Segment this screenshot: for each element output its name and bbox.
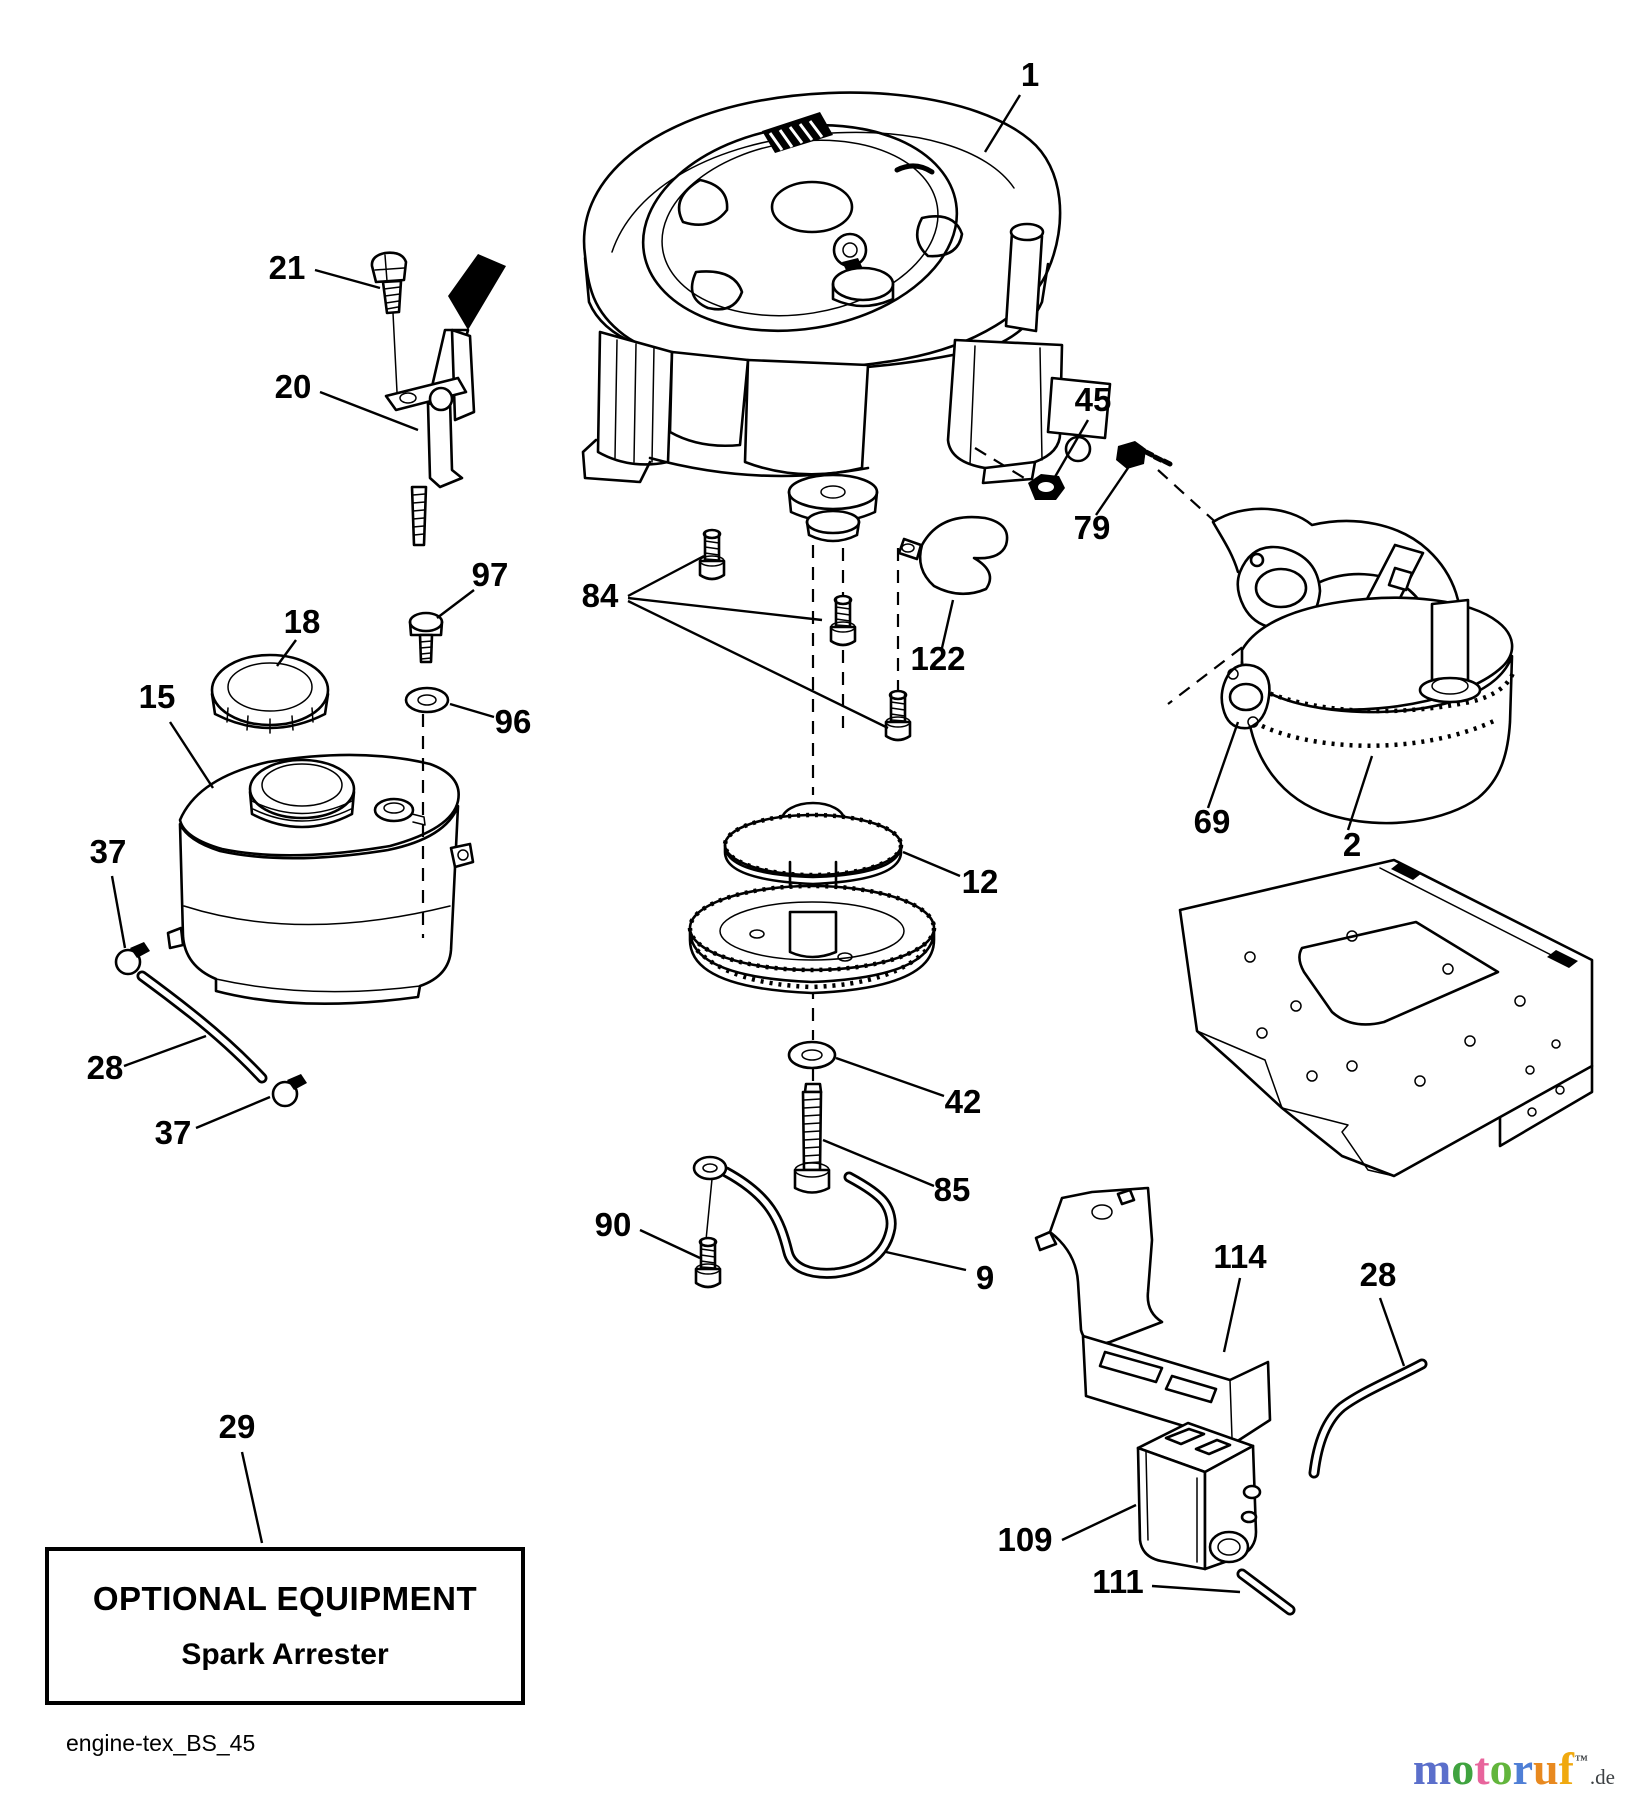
debris-guard-drawing — [897, 515, 1009, 596]
trademark-symbol: ™ — [1574, 1752, 1588, 1767]
callout-throttle-screw: 21 — [269, 249, 306, 286]
callout-engine: 1 — [1021, 56, 1039, 93]
seat-plate-drawing — [1178, 858, 1594, 1178]
callout-fuel-tank: 15 — [139, 678, 176, 715]
callout-throttle-control: 20 — [275, 368, 312, 405]
fuel-cap-drawing — [210, 653, 330, 734]
callout-fuel-hose-upper: 28 — [87, 1049, 124, 1086]
fuel-hose-left-drawing — [114, 942, 307, 1108]
washer-and-pulley-bolt-drawing — [787, 1040, 837, 1194]
tank-bolt-washer-drawing — [404, 611, 450, 938]
engine-mounting-bolts-drawing — [698, 528, 912, 742]
callout-muffler: 2 — [1343, 826, 1361, 863]
callout-fuel-canister: 109 — [997, 1521, 1052, 1558]
logo-domain-suffix: .de — [1589, 1765, 1615, 1789]
callout-tank-bolt: 97 — [472, 556, 509, 593]
logo-letter: r — [1512, 1743, 1533, 1794]
callout-labels: 1 21 20 45 79 97 84 18 122 15 96 69 2 37… — [87, 56, 1397, 1600]
engine-pulley-drawing — [687, 801, 937, 995]
heat-shield-drawing — [1034, 1186, 1272, 1444]
engine-brace-drawing — [692, 1155, 897, 1289]
callout-pulley-bolt: 85 — [934, 1171, 971, 1208]
callout-heat-shield: 114 — [1213, 1238, 1267, 1275]
callout-muffler-bolt: 79 — [1074, 509, 1111, 546]
logo-letter: o — [1489, 1743, 1513, 1794]
drawing-code-label: engine-tex_BS_45 — [66, 1730, 256, 1756]
optional-equipment-title: OPTIONAL EQUIPMENT — [92, 1580, 478, 1617]
callout-spark-arrester: 29 — [219, 1408, 256, 1445]
callout-fuel-hose-lower: 28 — [1360, 1256, 1397, 1293]
fuel-tank-drawing — [166, 753, 475, 1006]
logo-letter: m — [1412, 1743, 1452, 1794]
callout-flat-washer: 96 — [495, 703, 532, 740]
fuel-canister-drawing — [1136, 1421, 1296, 1616]
engine-drawing — [581, 91, 1112, 543]
callout-brace-bolt: 90 — [595, 1206, 632, 1243]
callout-hose-clamp-lower: 37 — [155, 1114, 192, 1151]
callout-hose-clamp-upper: 37 — [90, 833, 127, 870]
callout-canister-hose: 111 — [1092, 1563, 1143, 1600]
logo-letter: u — [1533, 1743, 1559, 1794]
optional-equipment-subtitle: Spark Arrester — [181, 1638, 389, 1671]
fuel-hose-right-drawing — [1308, 1358, 1428, 1479]
callout-engine-brace: 9 — [976, 1259, 994, 1296]
leader-lines — [110, 94, 1406, 1594]
optional-equipment-box: OPTIONAL EQUIPMENT Spark Arrester — [45, 1547, 525, 1705]
throttle-control-drawing — [370, 251, 506, 547]
callout-keps-nut: 45 — [1075, 381, 1112, 418]
callout-exhaust-gasket: 69 — [1194, 803, 1231, 840]
callout-fuel-cap: 18 — [284, 603, 321, 640]
callout-washer: 42 — [945, 1083, 982, 1120]
nut-and-bolt-drawing — [1028, 441, 1173, 500]
logo-letter: o — [1451, 1743, 1475, 1794]
logo-letter: t — [1474, 1743, 1490, 1794]
logo-letter: f — [1558, 1743, 1574, 1794]
muffler-drawing — [1211, 507, 1517, 825]
callout-engine-pulley: 12 — [962, 863, 999, 900]
callout-debris-guard: 122 — [910, 640, 965, 677]
callout-engine-mounting-bolts: 84 — [582, 577, 619, 614]
